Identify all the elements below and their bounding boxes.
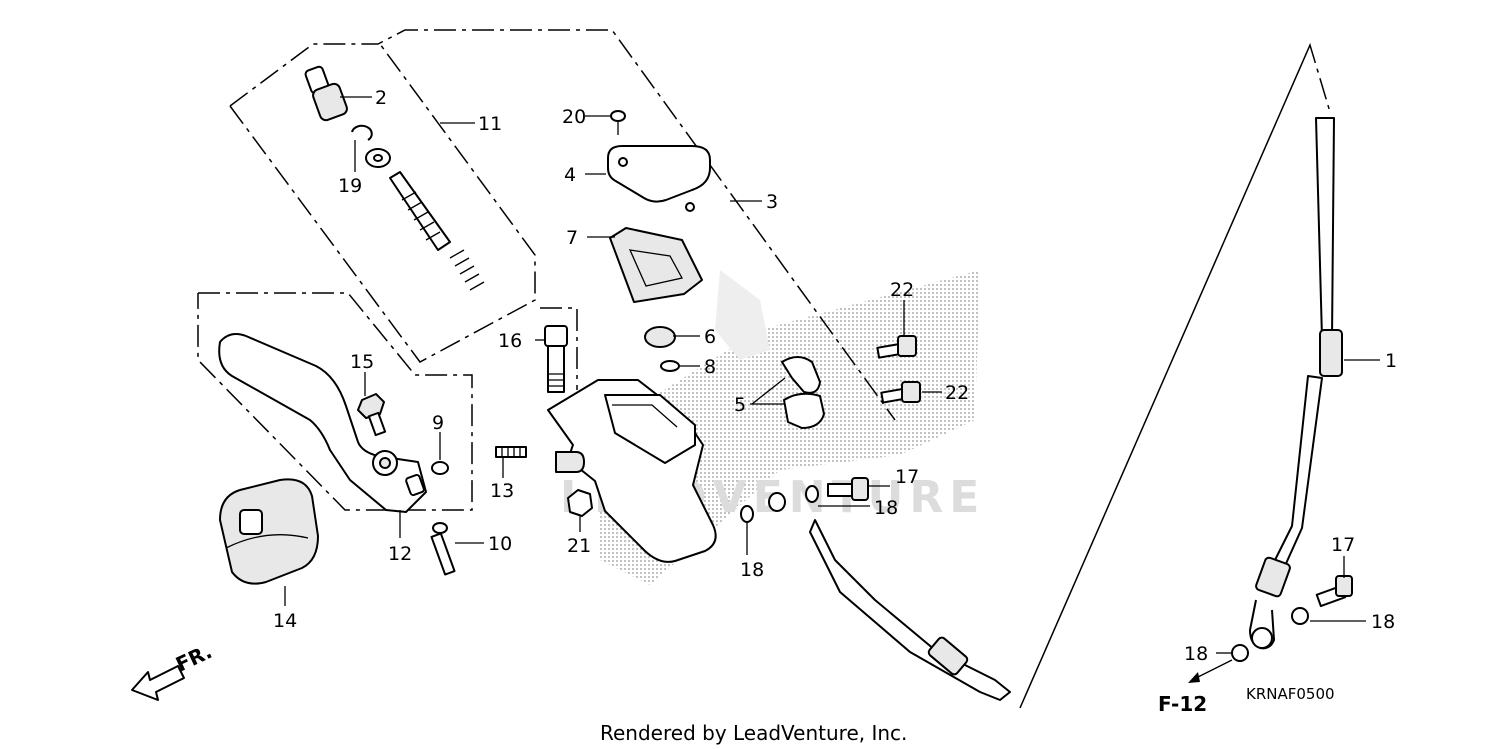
callout-16: 16 <box>498 330 522 352</box>
screw-20 <box>610 110 626 135</box>
pivot-10 <box>430 522 456 576</box>
callout-3: 3 <box>766 191 778 213</box>
callout-22-lower: 22 <box>945 382 969 404</box>
bolt-17-center <box>827 477 869 501</box>
callout-18-b: 18 <box>740 559 764 581</box>
front-label: FR. <box>172 639 216 676</box>
assembly-outline-13 <box>540 307 578 390</box>
nut-9 <box>431 461 449 475</box>
washer-18-c <box>1291 607 1309 625</box>
callout-11: 11 <box>478 113 502 135</box>
piston-cap <box>304 65 348 122</box>
callouts: 2 11 19 20 4 3 7 6 8 5 22 22 17 18 18 15… <box>273 87 1397 665</box>
piston-spring <box>389 171 485 291</box>
screw-13 <box>495 446 527 458</box>
diaphragm <box>609 227 703 303</box>
bolt-22-upper <box>876 335 917 359</box>
bolt-16 <box>544 325 568 393</box>
callout-6: 6 <box>704 326 716 348</box>
callout-20: 20 <box>562 106 586 128</box>
circlip <box>351 124 373 141</box>
ring-8 <box>660 360 680 372</box>
master-cylinder-body <box>547 379 717 563</box>
callout-12: 12 <box>388 543 412 565</box>
bolt-15 <box>357 393 387 437</box>
reservoir-cap <box>607 145 711 212</box>
callout-7: 7 <box>566 227 578 249</box>
bolt-17-right <box>1315 575 1353 608</box>
reference-label: F-12 <box>1158 692 1207 716</box>
callout-15: 15 <box>350 351 374 373</box>
callout-9: 9 <box>432 412 444 434</box>
callout-5: 5 <box>734 394 746 416</box>
callout-4: 4 <box>564 164 576 186</box>
callout-10: 10 <box>488 533 512 555</box>
clamp <box>781 356 825 429</box>
washer <box>365 148 391 168</box>
callout-18-a: 18 <box>874 497 898 519</box>
leader-lines <box>284 96 1380 654</box>
diagram-code: KRNAF0500 <box>1246 685 1335 703</box>
lever-cover <box>219 478 319 585</box>
hose-outline <box>1019 42 1331 709</box>
assembly-outline-11 <box>229 43 536 363</box>
callout-13: 13 <box>490 480 514 502</box>
callout-21: 21 <box>567 535 591 557</box>
callout-18-d: 18 <box>1184 643 1208 665</box>
brake-lever <box>218 333 427 513</box>
washer-18-a <box>805 485 819 503</box>
callout-18-c: 18 <box>1371 611 1395 633</box>
nut-21 <box>567 489 593 517</box>
callout-19: 19 <box>338 175 362 197</box>
callout-1: 1 <box>1385 350 1397 372</box>
callout-17-center: 17 <box>895 466 919 488</box>
washer-18-b <box>740 505 754 523</box>
brake-hose <box>768 117 1343 701</box>
bolt-22-lower <box>880 381 921 404</box>
callout-22-upper: 22 <box>890 279 914 301</box>
callout-17-right: 17 <box>1331 534 1355 556</box>
front-direction-arrow: FR. <box>131 639 216 701</box>
callout-2: 2 <box>375 87 387 109</box>
callout-14: 14 <box>273 610 297 632</box>
assembly-outline-3 <box>229 29 896 421</box>
washer-18-d <box>1231 644 1249 662</box>
float-6 <box>644 326 676 348</box>
callout-8: 8 <box>704 356 716 378</box>
assembly-outline-12 <box>197 292 473 511</box>
credit-text: Rendered by LeadVenture, Inc. <box>600 721 907 745</box>
reference-f12: F-12 <box>1158 659 1233 716</box>
